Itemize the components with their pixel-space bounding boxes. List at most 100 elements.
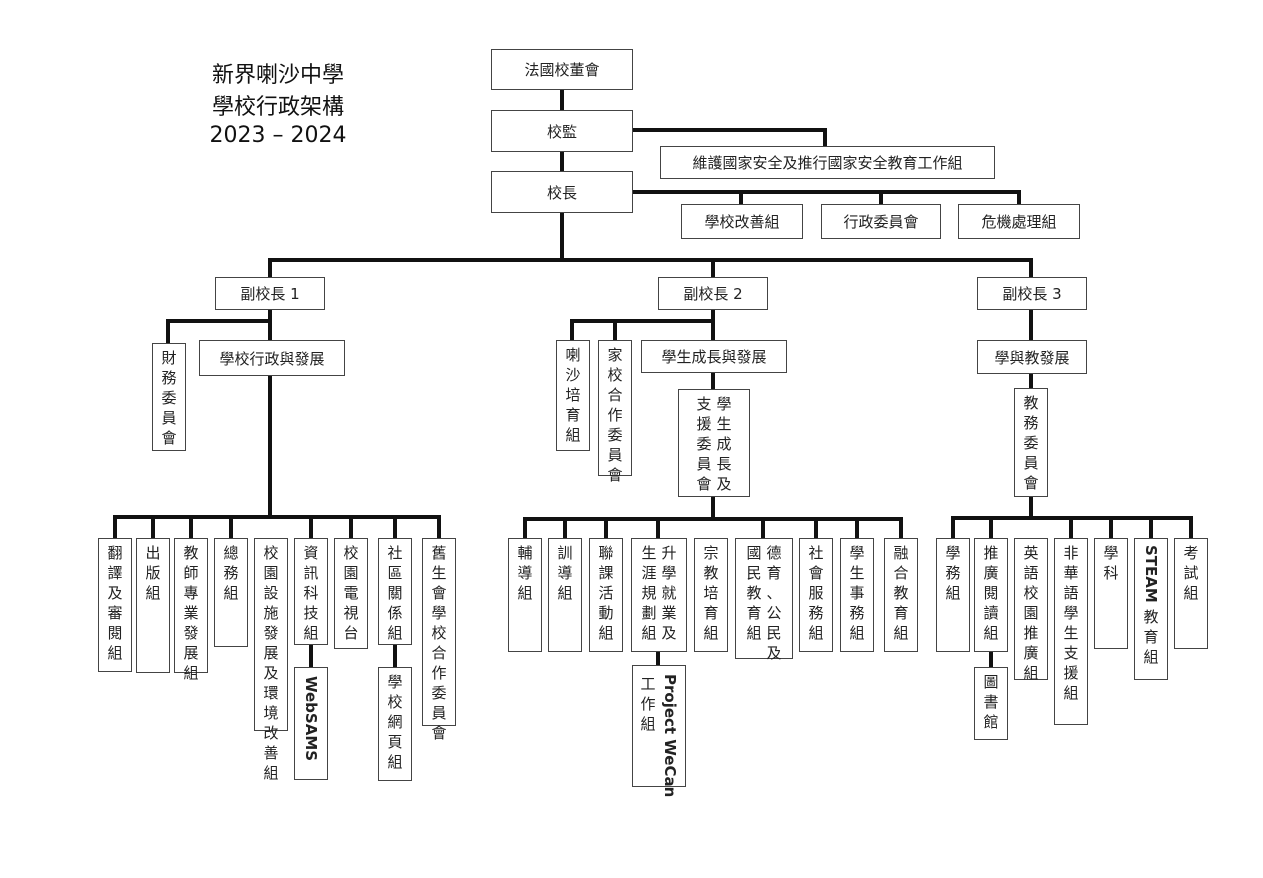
- glyph: 書: [983, 693, 999, 711]
- glyph: 委: [607, 426, 623, 444]
- glyph: 支: [696, 395, 712, 413]
- glyph: 科: [1103, 564, 1119, 582]
- glyph: 組: [640, 715, 656, 733]
- vp1-group: 翻譯及審閱組: [98, 538, 132, 672]
- glyph: 會: [1023, 474, 1039, 492]
- node-school-webpage: 學校網頁組: [378, 667, 412, 781]
- title-subtitle: 學校行政架構: [211, 95, 344, 120]
- glyph: 生: [849, 564, 865, 582]
- vp3-group-steam: STEAM 教育組: [1134, 538, 1168, 680]
- glyph: 務: [161, 369, 177, 387]
- glyph: 學: [387, 673, 403, 691]
- vp3-group: 學務組: [936, 538, 970, 652]
- glyph: 學: [661, 564, 677, 582]
- glyph: 育: [703, 604, 719, 622]
- steam-zh-label: 教育組: [1142, 607, 1160, 667]
- glyph: 務: [849, 604, 865, 622]
- vp2-group: 輔導組: [508, 538, 542, 652]
- vp2-group: 宗教培育組: [694, 538, 728, 652]
- glyph: 員: [431, 704, 447, 722]
- node-parent-school: 家校合作委員會: [598, 340, 632, 484]
- glyph: 就: [661, 584, 677, 602]
- glyph: 民: [766, 624, 782, 642]
- glyph: 語: [1023, 564, 1039, 582]
- glyph: 教: [746, 584, 762, 602]
- glyph: 訓: [557, 544, 573, 562]
- glyph: 翻: [107, 544, 123, 562]
- node-crisis-management: 危機處理組: [958, 204, 1080, 239]
- glyph: 台: [343, 624, 359, 642]
- glyph: 組: [1023, 664, 1039, 682]
- node-principal: 校長: [491, 171, 633, 213]
- glyph: 出: [145, 544, 161, 562]
- glyph: 園: [263, 564, 279, 582]
- glyph: 員: [1023, 454, 1039, 472]
- glyph: 教: [703, 564, 719, 582]
- glyph: 輔: [517, 544, 533, 562]
- text-column: 升學就業及: [660, 543, 678, 643]
- glyph: 作: [640, 695, 656, 713]
- glyph: 學: [716, 395, 732, 413]
- glyph: 委: [431, 684, 447, 702]
- vp3-group: 英語校園推廣組: [1014, 538, 1048, 682]
- glyph: 組: [703, 624, 719, 642]
- glyph: 組: [808, 624, 824, 642]
- glyph: 改: [263, 724, 279, 742]
- text-column: 生涯規劃組: [640, 543, 658, 643]
- glyph: 學: [1103, 544, 1119, 562]
- glyph: 學: [431, 604, 447, 622]
- glyph: 園: [343, 564, 359, 582]
- glyph: 生: [716, 415, 732, 433]
- glyph: 展: [183, 644, 199, 662]
- glyph: 閱: [983, 584, 999, 602]
- glyph: 作: [607, 406, 623, 424]
- glyph: 館: [983, 713, 999, 731]
- glyph: 工: [640, 675, 656, 693]
- glyph: 網: [387, 713, 403, 731]
- text-column: 德育、公民及: [765, 543, 783, 663]
- glyph: 財: [161, 349, 177, 367]
- glyph: 會: [431, 584, 447, 602]
- glyph: 閱: [107, 624, 123, 642]
- glyph: 組: [263, 764, 279, 782]
- glyph: 生: [641, 544, 657, 562]
- glyph: 技: [303, 604, 319, 622]
- vp3-group: 學科: [1094, 538, 1128, 649]
- glyph: 組: [557, 584, 573, 602]
- glyph: 培: [565, 386, 581, 404]
- glyph: 組: [565, 426, 581, 444]
- node-school-admin-dev: 學校行政與發展: [199, 340, 345, 376]
- vp1-group: 舊生會學校合作委員會: [422, 538, 456, 742]
- glyph: 社: [387, 544, 403, 562]
- glyph: 發: [263, 624, 279, 642]
- node-board: 法國校董會: [491, 49, 633, 90]
- glyph: 教: [1023, 394, 1039, 412]
- glyph: 合: [893, 564, 909, 582]
- glyph: 組: [598, 624, 614, 642]
- glyph: 組: [945, 584, 961, 602]
- glyph: 發: [183, 624, 199, 642]
- vp2-group: 融合教育組: [884, 538, 918, 652]
- node-national-security: 維護國家安全及推行國家安全教育工作組: [660, 146, 995, 179]
- vp1-group: 校園設施發展及環境改善組: [254, 538, 288, 782]
- vp1-group: 資訊科技組: [294, 538, 328, 645]
- vp2-group: 學生事務組: [840, 538, 874, 652]
- glyph: 導: [557, 564, 573, 582]
- node-websams: WebSAMS: [294, 667, 328, 780]
- glyph: 試: [1183, 564, 1199, 582]
- glyph: 家: [607, 346, 623, 364]
- glyph: 務: [808, 604, 824, 622]
- glyph: 組: [983, 624, 999, 642]
- glyph: 涯: [641, 564, 657, 582]
- glyph: 學: [945, 544, 961, 562]
- websams-label: WebSAMS: [302, 676, 320, 762]
- vp1-group: 出版組: [136, 538, 170, 673]
- glyph: 務: [1023, 414, 1039, 432]
- glyph: 升: [661, 544, 677, 562]
- glyph: 校: [387, 693, 403, 711]
- glyph: 考: [1183, 544, 1199, 562]
- glyph: 專: [183, 584, 199, 602]
- glyph: 課: [598, 564, 614, 582]
- glyph: 業: [661, 604, 677, 622]
- glyph: 園: [1023, 604, 1039, 622]
